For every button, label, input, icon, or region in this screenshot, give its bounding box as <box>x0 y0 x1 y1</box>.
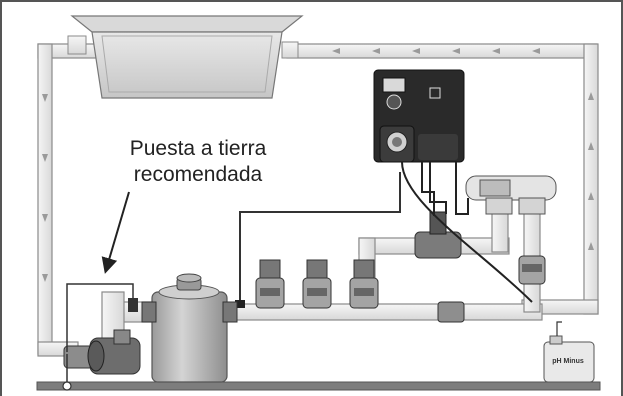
pump-icon <box>63 329 141 375</box>
valve-icon-3 <box>349 259 379 309</box>
sensor-cable <box>239 172 401 304</box>
canister-icon <box>543 335 595 383</box>
annotation-line-1: Puesta a tierra <box>129 137 267 160</box>
valve-icon-1 <box>255 259 285 309</box>
ground-base <box>36 381 601 391</box>
controller-cables <box>401 161 533 303</box>
valve-icon-5 <box>518 255 546 285</box>
valve-icon-2 <box>302 259 332 309</box>
chlorinator-controller-icon <box>373 69 465 163</box>
electrolysis-cell-icon <box>465 175 557 215</box>
grounding-annotation: Puesta a tierra recomendada <box>100 136 296 188</box>
pool-tank <box>67 15 304 99</box>
ground-terminal-icon <box>62 283 138 391</box>
annotation-line-2: recomendada <box>133 163 263 186</box>
canister-label: pH Minus <box>552 358 584 365</box>
filter-tank-icon <box>141 273 238 383</box>
annotation-arrow <box>101 191 130 274</box>
motorized-valve-icon <box>414 211 462 259</box>
valve-icon-4 <box>437 301 465 323</box>
return-pipe-loop <box>37 43 599 357</box>
